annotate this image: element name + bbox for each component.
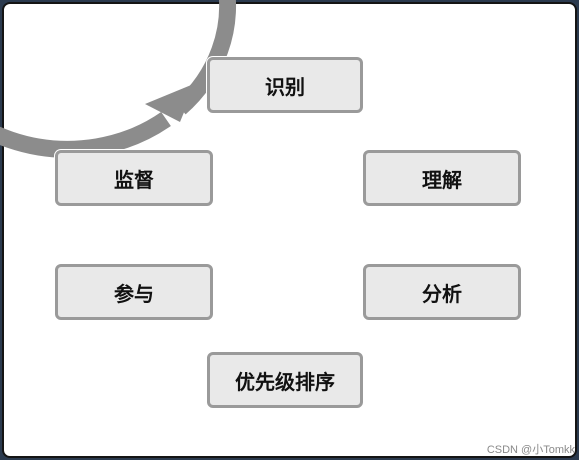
step-engage-label: 参与 <box>114 281 154 306</box>
step-identify-label: 识别 <box>265 74 305 99</box>
step-prioritize-label: 优先级排序 <box>235 369 335 394</box>
step-engage: 参与 <box>55 264 213 320</box>
step-analyze: 分析 <box>363 264 521 320</box>
step-analyze-label: 分析 <box>422 281 462 306</box>
cycle-arrowhead-icon <box>145 83 196 122</box>
step-monitor: 监督 <box>55 150 213 206</box>
watermark: CSDN @小Tomkk <box>486 444 575 456</box>
step-identify: 识别 <box>207 57 363 113</box>
step-understand: 理解 <box>363 150 521 206</box>
step-understand-label: 理解 <box>422 167 462 192</box>
step-prioritize: 优先级排序 <box>207 352 363 408</box>
cycle-arc <box>0 0 237 158</box>
step-monitor-label: 监督 <box>114 167 154 192</box>
